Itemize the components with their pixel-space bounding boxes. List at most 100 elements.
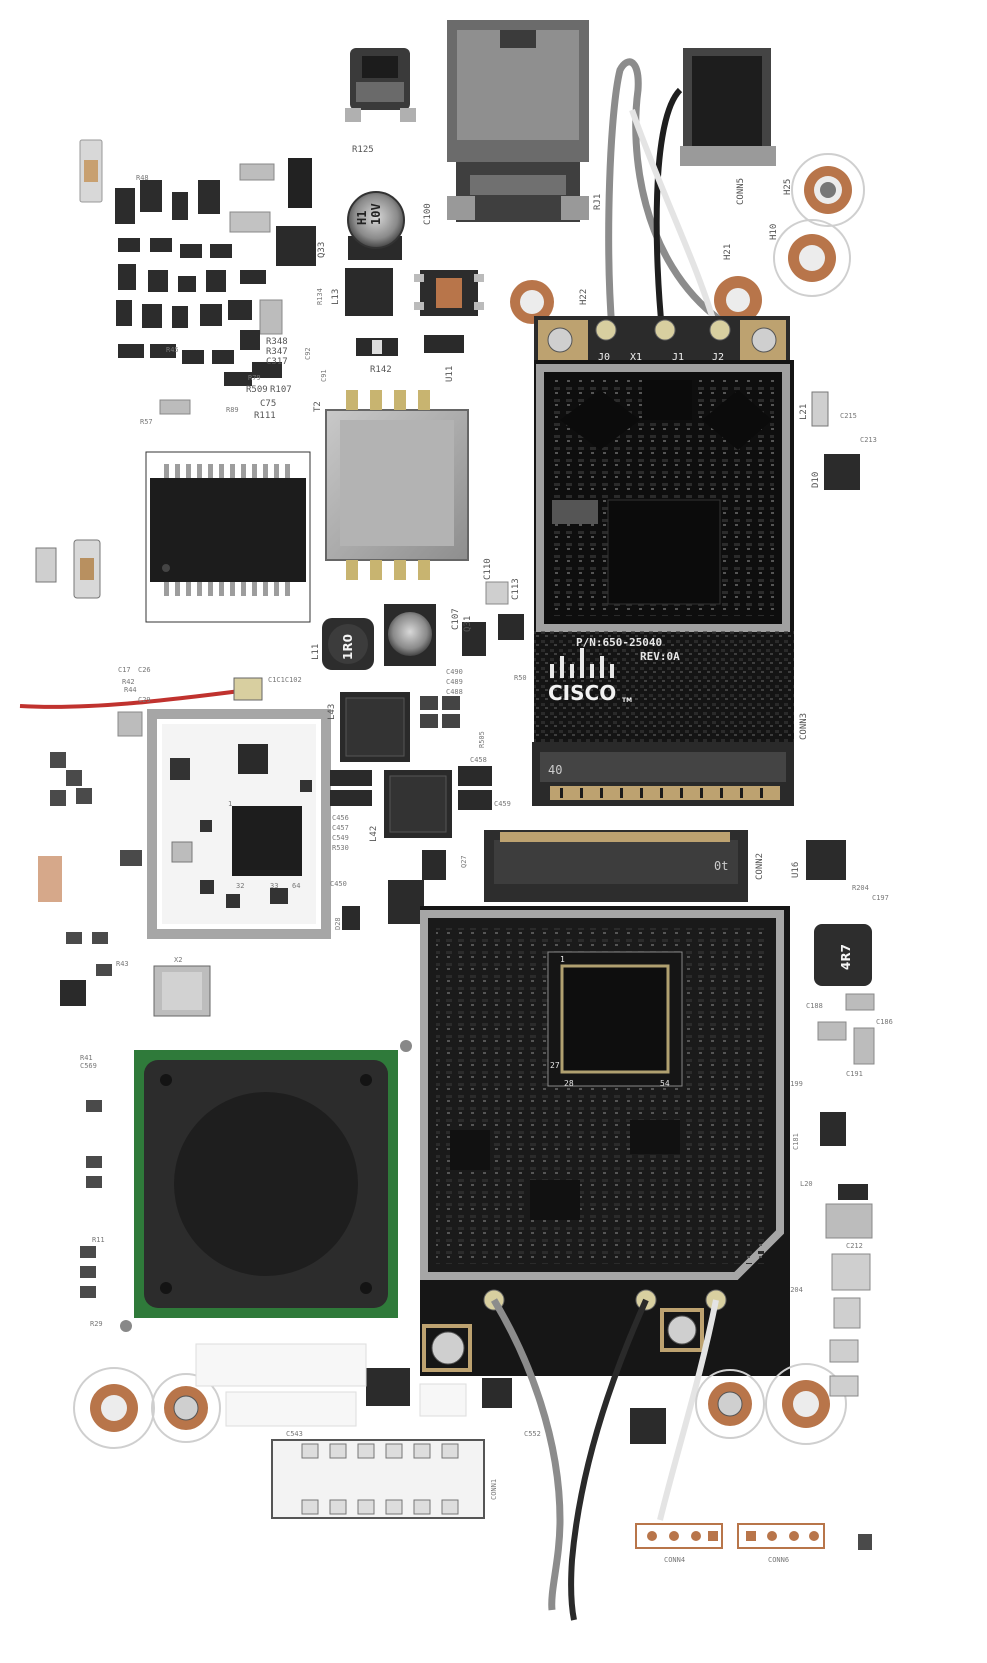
r125-label: R125 xyxy=(352,145,374,155)
mount-hole-h10 xyxy=(773,219,851,297)
ic-bottom-right xyxy=(630,1408,666,1444)
r348-label: R348 xyxy=(266,337,288,347)
l20-label: L20 xyxy=(800,1180,813,1188)
c549-label: C549 xyxy=(332,834,349,842)
c317-label: C317 xyxy=(266,357,288,367)
r43-label: R43 xyxy=(116,960,129,968)
q31-transistor xyxy=(462,622,486,656)
antenna-cable-white-bottom xyxy=(657,1299,719,1521)
r347-label: R347 xyxy=(266,347,288,357)
cisco-trademark: TM xyxy=(622,697,632,704)
resistor-array-bottom xyxy=(195,1343,467,1427)
r111-label: R111 xyxy=(254,411,276,421)
l21-inductor xyxy=(811,391,829,427)
antenna-port-j0: J0 xyxy=(598,352,610,363)
conn1-label: CONN1 xyxy=(490,1479,498,1500)
mount-hole-bottom-2 xyxy=(151,1373,221,1443)
conn1-connector xyxy=(271,1439,485,1519)
module-lower-pin-1: 1 xyxy=(560,955,565,964)
conn6-header xyxy=(737,1523,825,1549)
module-part-number: P/N:650-25040 xyxy=(576,636,662,649)
r530-label: R530 xyxy=(332,844,349,852)
conn3-label: CONN3 xyxy=(799,713,809,740)
r505-label: R505 xyxy=(478,731,486,748)
c191-label: C191 xyxy=(846,1070,863,1078)
r50-label: R50 xyxy=(514,674,527,682)
c569-label: C569 xyxy=(80,1062,97,1070)
c490-label: C490 xyxy=(446,668,463,676)
transformer-small xyxy=(414,270,484,316)
conn4-label: CONN4 xyxy=(664,1556,685,1564)
c450-label: C450 xyxy=(330,880,347,888)
c75-label: C75 xyxy=(260,399,276,409)
passives-cluster-mid-left xyxy=(38,711,143,902)
l13-label: L13 xyxy=(331,289,341,305)
antenna-cable-gray-top xyxy=(605,58,723,331)
c457-label: C457 xyxy=(332,824,349,832)
passives-cluster-lower-left xyxy=(60,932,112,1298)
r44-label: R44 xyxy=(124,686,137,694)
inductor-l13 xyxy=(345,268,393,316)
r142-resistor xyxy=(356,338,398,356)
inductor-4r7-label: 4R7 xyxy=(839,944,853,970)
c458-label: C458 xyxy=(470,756,487,764)
r29-label: R29 xyxy=(90,1320,103,1328)
electrolytic-capacitor xyxy=(347,191,405,260)
u16-ic xyxy=(806,840,846,880)
diode-u11 xyxy=(424,335,464,353)
c188-label: C188 xyxy=(806,1002,823,1010)
shield-pin-33: 33 xyxy=(270,882,278,890)
module-lower-pin-54: 54 xyxy=(660,1079,670,1088)
antenna-port-x1: X1 xyxy=(630,352,642,363)
shield-pin-64: 64 xyxy=(292,882,300,890)
l43-label: L43 xyxy=(327,704,337,720)
h22-label: H22 xyxy=(579,289,589,305)
q27-label: Q27 xyxy=(460,855,468,868)
c459-label: C459 xyxy=(494,800,511,808)
c17-label: C17 xyxy=(118,666,131,674)
c107-label: C107 xyxy=(451,608,461,630)
slot-label-upper: 40 xyxy=(548,763,562,777)
r142-label: R142 xyxy=(370,365,392,375)
c489-label: C489 xyxy=(446,678,463,686)
conn6-label: CONN6 xyxy=(768,1556,789,1564)
u9-ic xyxy=(366,1368,410,1406)
l42-label: L42 xyxy=(369,826,379,842)
r42-label: R42 xyxy=(122,678,135,686)
inductor-1r0 xyxy=(322,618,374,670)
left-cap-1 xyxy=(35,547,57,583)
slot-label-lower: 0t xyxy=(714,859,728,873)
rj1-label: RJ1 xyxy=(593,194,603,210)
c92-label: C92 xyxy=(304,347,312,360)
l11-label: L11 xyxy=(311,644,321,660)
r89-label: R89 xyxy=(226,406,239,414)
conn2-slot xyxy=(484,830,748,902)
q33-label: Q33 xyxy=(317,242,327,258)
c213-label: C213 xyxy=(860,436,877,444)
c456-label: C456 xyxy=(332,814,349,822)
c26-label: C26 xyxy=(138,666,151,674)
q31-label: Q31 xyxy=(463,616,473,632)
mount-hole-bottom-3 xyxy=(695,1369,765,1439)
bga-processor xyxy=(134,1050,398,1318)
conn5-label: CONN5 xyxy=(736,178,746,205)
r134-label: R134 xyxy=(316,288,324,305)
conn2-label: CONN2 xyxy=(755,853,765,880)
c29-label: C29 xyxy=(138,696,151,704)
t2-label: T2 xyxy=(313,401,323,412)
mount-hole-h25 xyxy=(791,153,865,227)
d28-label: D28 xyxy=(334,917,342,930)
shield-pin-1: 1 xyxy=(228,800,232,808)
d10-diode xyxy=(824,454,860,490)
u11-label: U11 xyxy=(445,366,455,382)
antenna-port-j2: J2 xyxy=(712,352,724,363)
u16-label: U16 xyxy=(791,862,801,878)
h21-label: H21 xyxy=(723,244,733,260)
ic-bottom-mid xyxy=(482,1378,512,1408)
r509-label: R509 xyxy=(246,385,268,395)
rf-shield-small xyxy=(147,709,331,939)
module-revision: REV:0A xyxy=(640,650,680,663)
h10-label: H10 xyxy=(769,224,779,240)
cap-h1-label: H1 xyxy=(355,211,369,225)
